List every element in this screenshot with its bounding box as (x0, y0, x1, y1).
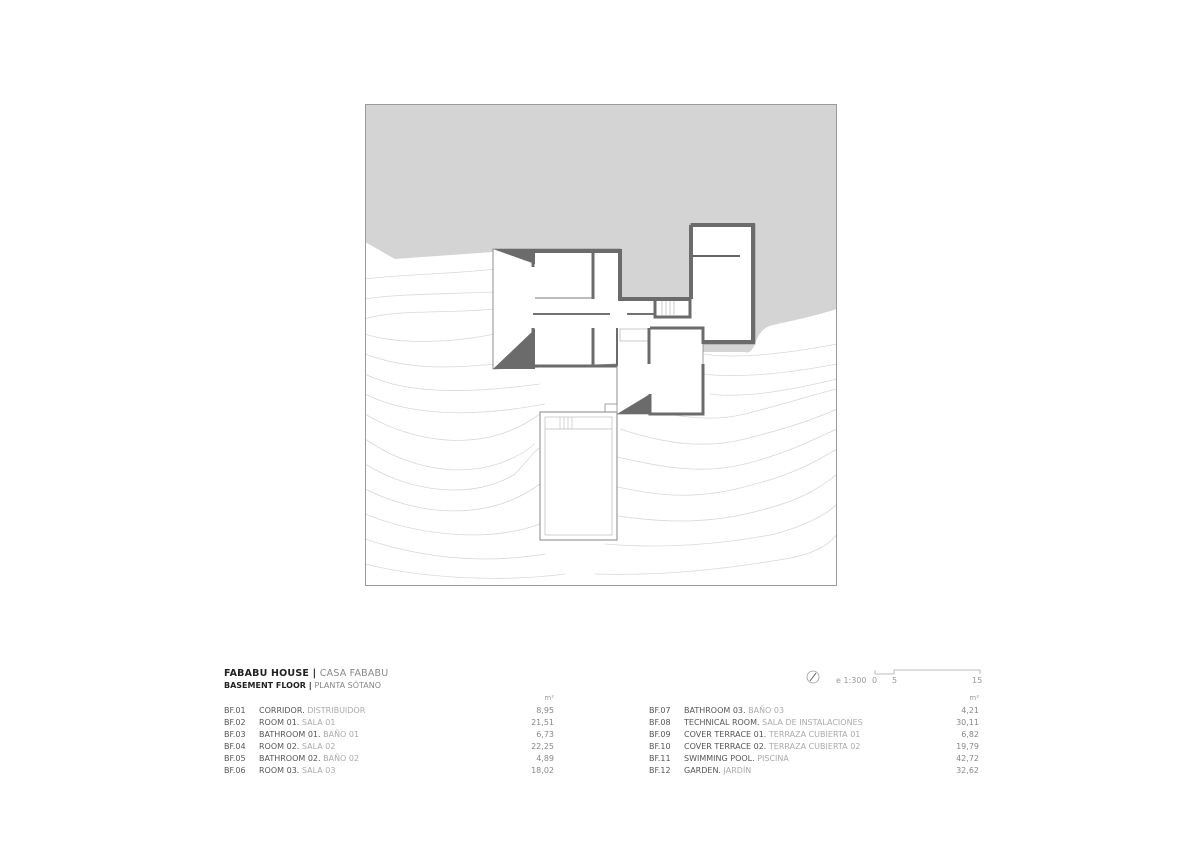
north-arrow-icon (806, 670, 820, 684)
basement-floor-plan (365, 104, 837, 586)
floor-title: BASEMENT FLOOR | PLANTA SÓTANO (224, 681, 382, 690)
project-title: FABABU HOUSE | CASA FABABU (224, 668, 389, 679)
unit-label: m² (544, 694, 554, 702)
terrain-contours (365, 268, 837, 579)
scale-ratio: e 1:300 (836, 676, 867, 685)
scale-graphic (874, 669, 981, 675)
house-plan (492, 223, 756, 541)
title-block: FABABU HOUSE | CASA FABABU BASEMENT FLOO… (224, 668, 388, 691)
scale-bar: e 1:300 0 5 15 (806, 668, 986, 688)
unit-label: m² (969, 694, 979, 702)
floor-plan-drawing (365, 104, 837, 586)
